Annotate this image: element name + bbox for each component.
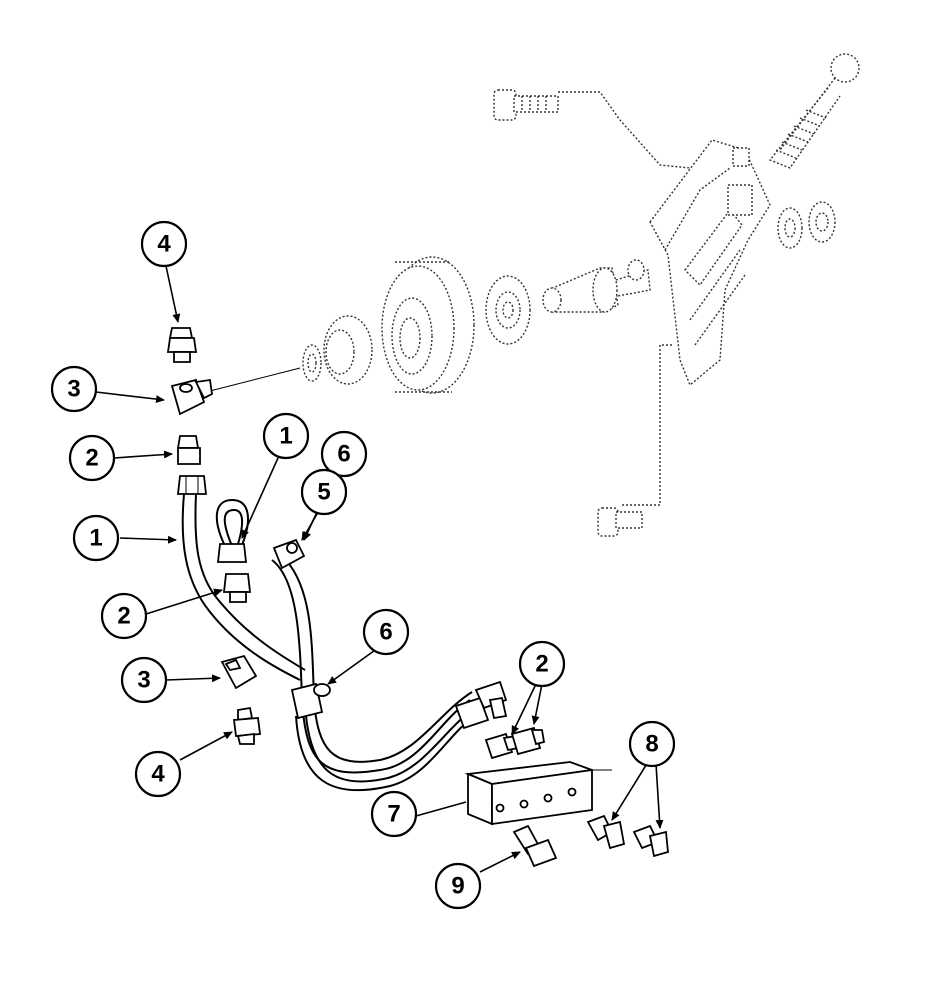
svg-text:8: 8 — [645, 731, 658, 758]
svg-text:1: 1 — [89, 525, 102, 552]
tube-clip-upper — [272, 538, 306, 570]
nuts-near-block — [484, 726, 546, 760]
block-bolt — [512, 824, 558, 868]
tube-end-fittings — [454, 680, 508, 730]
callout-6-lower: 6 — [362, 608, 410, 656]
grease-fitting-lower — [232, 706, 262, 745]
grease-tubes — [181, 493, 479, 792]
svg-text:6: 6 — [337, 441, 350, 468]
svg-text:2: 2 — [85, 445, 98, 472]
callout-2-block: 2 — [518, 640, 566, 688]
nut-top — [176, 435, 201, 465]
elbow-block-top — [170, 378, 213, 416]
front-bearing — [302, 315, 373, 385]
callout-9: 9 — [434, 862, 482, 910]
pulley — [381, 256, 475, 394]
svg-text:3: 3 — [67, 376, 80, 403]
svg-text:2: 2 — [535, 651, 548, 678]
svg-text:4: 4 — [157, 231, 171, 258]
elbow-fittings — [586, 814, 669, 858]
svg-text:5: 5 — [317, 479, 330, 506]
spring-rod — [768, 53, 860, 169]
elbow-block-lower — [220, 654, 258, 690]
svg-text:1: 1 — [279, 423, 292, 450]
loop-fitting — [216, 543, 248, 563]
bracket-plate — [649, 139, 771, 387]
tube-nut — [176, 475, 208, 495]
callout-2-top: 2 — [68, 434, 116, 482]
tube-clip-lower — [290, 682, 331, 720]
callout-7: 7 — [370, 790, 418, 838]
callout-3-lower: 3 — [120, 656, 168, 704]
svg-text:7: 7 — [387, 801, 400, 828]
shaft — [542, 259, 651, 313]
svg-text:3: 3 — [137, 667, 150, 694]
callout-6-top: 6 — [320, 430, 368, 478]
grease-fitting-top — [166, 327, 198, 363]
svg-text:4: 4 — [151, 761, 165, 788]
callout-4-lower: 4 — [134, 750, 182, 798]
callout-3-top: 3 — [50, 365, 98, 413]
distribution-block — [464, 761, 612, 826]
callout-1-right: 1 — [262, 412, 310, 460]
svg-text:2: 2 — [117, 603, 130, 630]
callout-2-mid: 2 — [100, 592, 148, 640]
callout-1-left: 1 — [72, 514, 120, 562]
background-assembly — [302, 53, 860, 537]
right-washers — [777, 201, 836, 249]
svg-text:6: 6 — [379, 619, 392, 646]
bearing — [485, 275, 531, 345]
nut-mid — [222, 573, 252, 603]
callout-4-top: 4 — [140, 220, 188, 268]
svg-text:9: 9 — [451, 873, 464, 900]
callout-8: 8 — [628, 720, 676, 768]
callout-5: 5 — [300, 468, 348, 516]
bottom-bolt — [597, 507, 643, 537]
top-bolt — [493, 89, 559, 121]
